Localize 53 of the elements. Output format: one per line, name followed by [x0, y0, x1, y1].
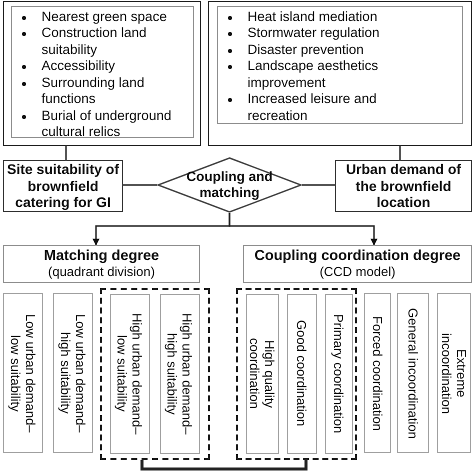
bullet-item: Accessibility: [42, 58, 116, 73]
class-label: Forced coordination: [370, 316, 385, 430]
category-subtitle: (quadrant division): [48, 264, 155, 280]
connector-line: [140, 460, 308, 470]
class-box: [246, 294, 278, 454]
process-label: Site suitability of brownfield catering for GI: [6, 161, 120, 211]
category-subtitle: (CCD model): [320, 264, 396, 280]
process-box: [335, 160, 472, 212]
class-label: Good coordination: [294, 320, 309, 427]
category-box: [3, 245, 200, 283]
class-box: [364, 293, 391, 453]
list-box: [216, 6, 462, 124]
class-box: [53, 293, 93, 453]
class-box: [286, 294, 316, 454]
class-label: High urban demand–low suitability: [114, 312, 144, 436]
dashed-group-box: [100, 288, 210, 460]
class-box: [110, 294, 150, 454]
connector-line: [65, 146, 67, 160]
class-label: Low urban demand–low suitability: [8, 312, 38, 434]
dashed-group-box: [236, 288, 357, 460]
bullet-item: Landscape aesthetics improvement: [248, 58, 378, 90]
class-box: [3, 293, 43, 453]
list-box: [10, 6, 194, 138]
bullet-item: Construction land suitability: [42, 25, 147, 56]
connector-line: [302, 184, 335, 186]
class-label: Primary coordination: [331, 314, 346, 434]
arrow: [228, 213, 378, 246]
bullet-item: Disaster prevention: [248, 42, 364, 56]
class-box: [397, 293, 429, 453]
class-label: General incoordination: [406, 308, 420, 438]
connector-line: [123, 184, 157, 186]
bullet-item: Increased leisure and recreation: [248, 91, 377, 122]
category-title: Coupling coordination degree: [254, 248, 461, 264]
bullet-item: Surrounding land functions: [42, 74, 144, 106]
bullet-item: Nearest green space: [42, 8, 167, 24]
class-box: [324, 294, 352, 454]
class-label: Extreme incoordination: [439, 332, 469, 416]
class-box: [160, 294, 200, 454]
outer-box: [3, 1, 201, 146]
category-title: Matching degree: [44, 248, 160, 264]
connector-line: [399, 146, 401, 160]
process-label: Urban demand of the brownfield location: [344, 161, 462, 211]
bullet-item: Burial of underground cultural relics: [42, 108, 172, 139]
decision-diamond: [157, 157, 302, 213]
class-box: [437, 293, 471, 453]
bullet-item: Stormwater regulation: [248, 25, 380, 40]
diamond-label: Coupling and matching: [185, 169, 274, 201]
class-label: Low urban demand–high suitability: [58, 312, 88, 434]
class-label: High quality coordination: [247, 337, 277, 411]
bullet-item: Heat island mediation: [248, 8, 378, 24]
category-box: [243, 245, 472, 283]
outer-box: [208, 1, 472, 146]
class-label: High urban demand–high suitability: [164, 312, 194, 436]
